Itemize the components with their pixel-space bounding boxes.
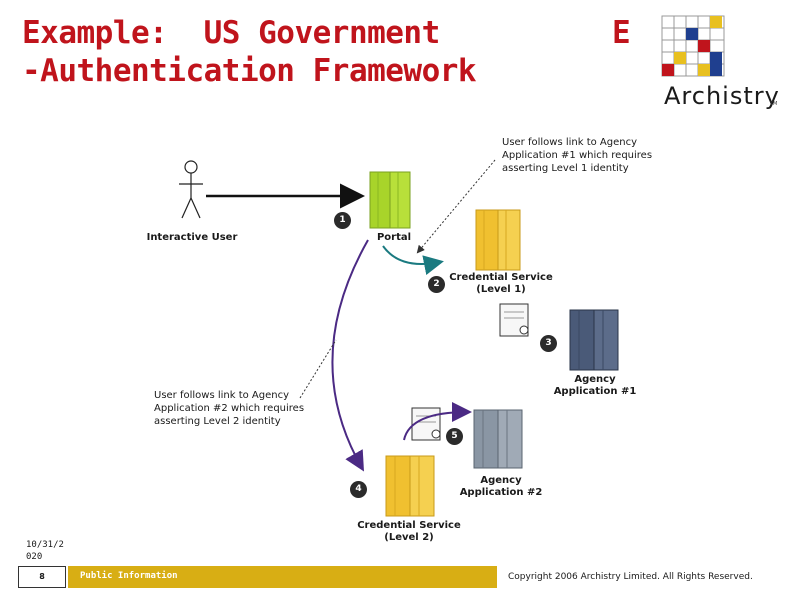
note2-line: asserting Level 2 identity — [154, 416, 281, 427]
interactive-user-label: Interactive User — [140, 232, 244, 244]
certificate-level2-icon — [412, 408, 440, 440]
step-badge-3: 3 — [540, 335, 557, 352]
cred1-line2: (Level 1) — [476, 284, 525, 295]
note1-line: asserting Level 1 identity — [502, 163, 629, 174]
flow-arrow-portal-to-credential1 — [383, 246, 440, 264]
note-level2-identity: User follows link to Agency Application … — [154, 389, 304, 428]
classification-label: Public Information — [80, 571, 178, 581]
copyright-notice: Copyright 2006 Archistry Limited. All Ri… — [508, 572, 753, 582]
portal-server-icon — [370, 172, 410, 228]
cred2-line2: (Level 2) — [384, 532, 433, 543]
note2-line: Application #2 which requires — [154, 403, 304, 414]
note-level1-identity: User follows link to Agency Application … — [502, 136, 652, 175]
date-line1: 10/31/2 — [26, 540, 64, 550]
agency-application2-icon — [474, 410, 522, 468]
note2-line: User follows link to Agency — [154, 390, 289, 401]
step-badge-2: 2 — [428, 276, 445, 293]
credential-service-level2-label: Credential Service(Level 2) — [354, 520, 464, 544]
app1-line2: Application #1 — [554, 386, 637, 397]
app1-line1: Agency — [574, 374, 615, 385]
step-badge-5: 5 — [446, 428, 463, 445]
date-line2: 020 — [26, 552, 42, 562]
step-badge-1: 1 — [334, 212, 351, 229]
certificate-level1-icon — [500, 304, 528, 336]
interactive-user-icon — [179, 161, 203, 218]
step-badge-4: 4 — [350, 481, 367, 498]
portal-label: Portal — [362, 232, 426, 244]
note1-line: Application #1 which requires — [502, 150, 652, 161]
note2-pointer — [300, 340, 336, 398]
cred2-line1: Credential Service — [357, 520, 461, 531]
slide-date: 10/31/2 020 — [26, 539, 64, 563]
credential-service-level1-label: Credential Service(Level 1) — [446, 272, 556, 296]
footer-classification-bar: Public Information — [68, 566, 497, 588]
cred1-line1: Credential Service — [449, 272, 553, 283]
app2-line1: Agency — [480, 475, 521, 486]
agency-application1-icon — [570, 310, 618, 370]
page-number: 8 — [18, 566, 66, 588]
app2-line2: Application #2 — [460, 487, 543, 498]
credential-service-level1-icon — [476, 210, 520, 270]
flow-arrow-portal-to-credential2 — [332, 240, 368, 468]
note1-line: User follows link to Agency — [502, 137, 637, 148]
credential-service-level2-icon — [386, 456, 434, 516]
